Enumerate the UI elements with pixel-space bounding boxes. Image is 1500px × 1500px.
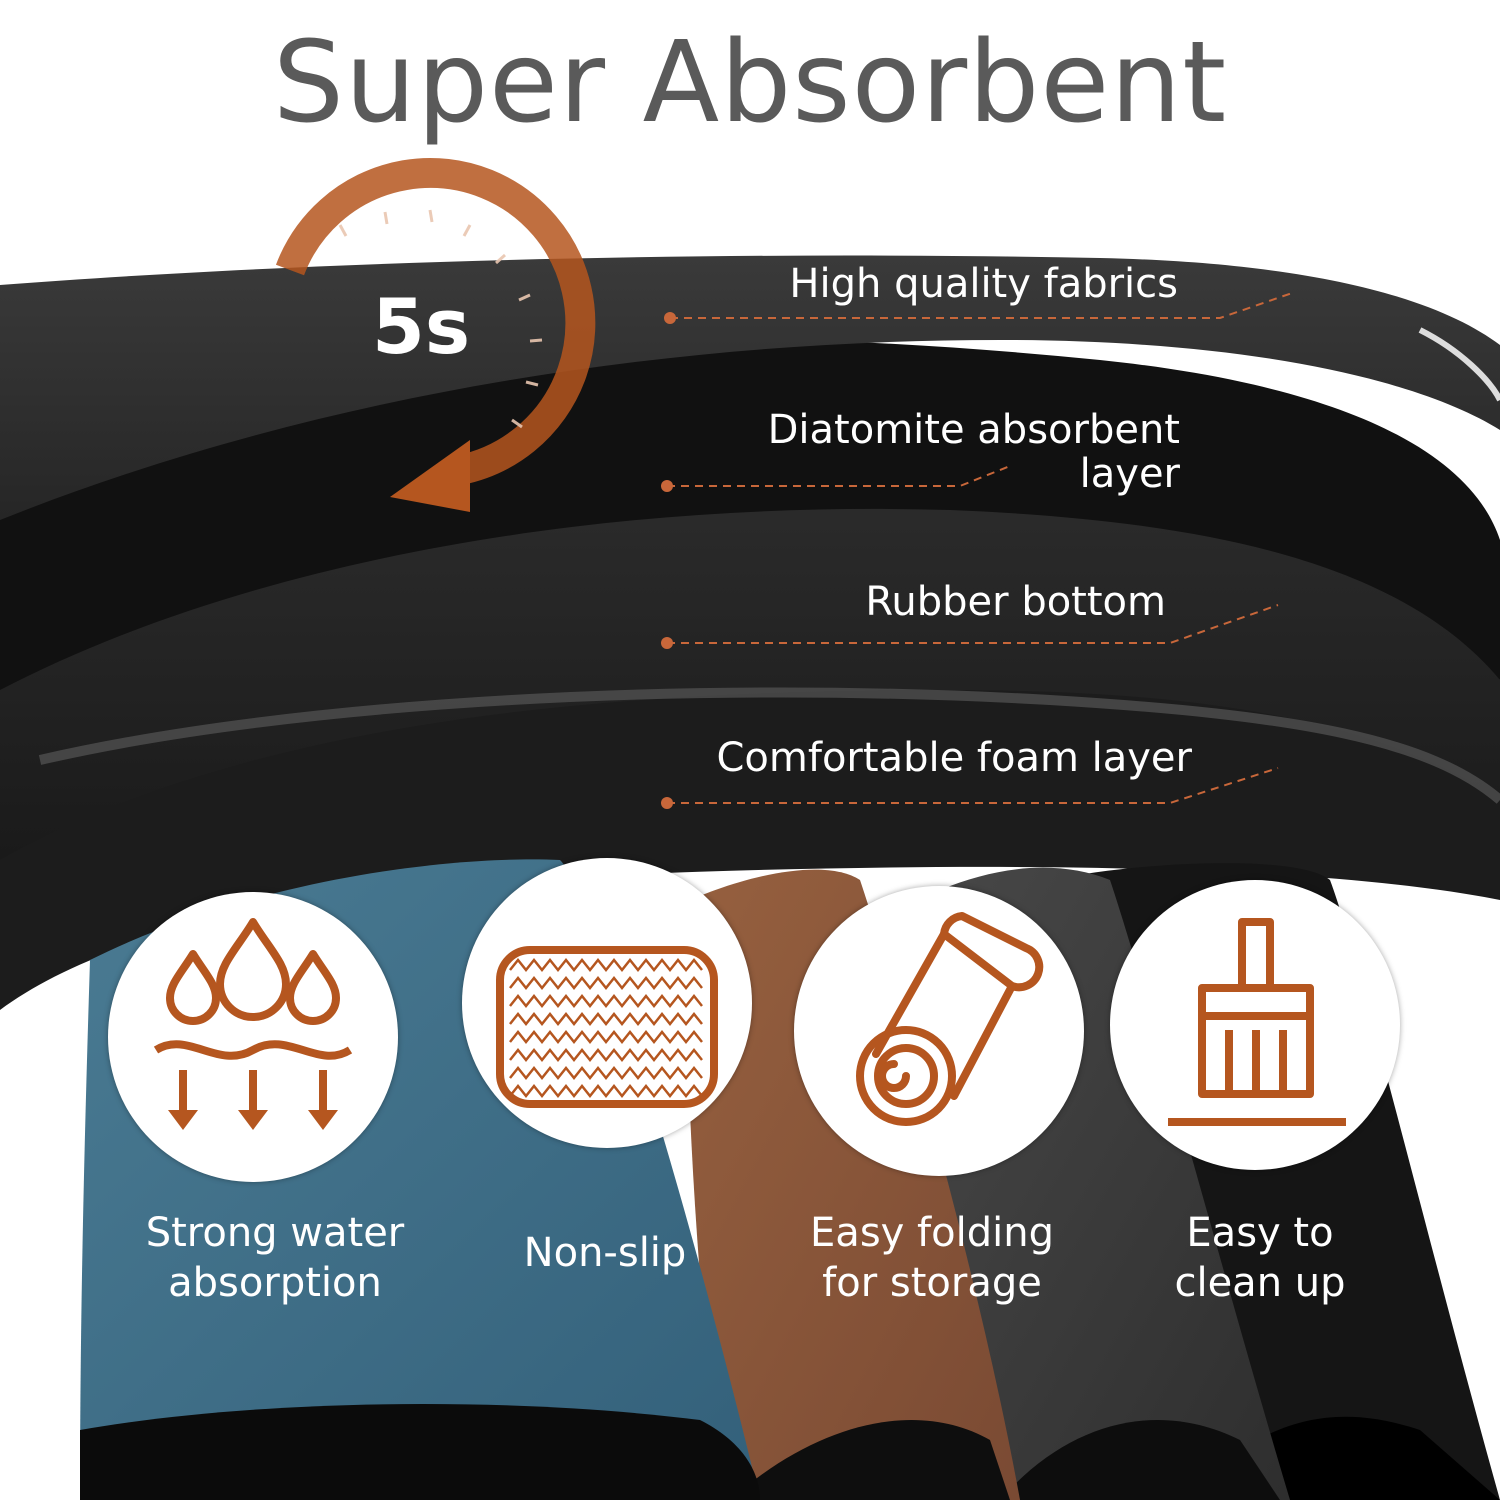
mat-diatomite-layer (0, 337, 1500, 690)
layer-label-foam: Comfortable foam layer (716, 735, 1193, 781)
feature-label-water-absorption: Strong water absorption (145, 1210, 405, 1306)
mat-rubber-stripe (38, 687, 1500, 804)
feature-label-cleaning: Easy to clean up (1174, 1210, 1346, 1306)
timer-label: 5s (372, 282, 471, 371)
mat-brown (687, 869, 1020, 1500)
rolled-mat-icon (856, 912, 1044, 1126)
paint-brush-icon (1168, 918, 1346, 1126)
feature-label-non-slip: Non-slip (523, 1230, 687, 1276)
non-slip-pad-icon (496, 946, 718, 1108)
page-title: Super Absorbent (272, 18, 1228, 148)
layer-label-diatomite: Diatomite absorbent layer (767, 407, 1180, 497)
mat-fabric-layer (0, 255, 1500, 520)
feature-label-folding: Easy folding for storage (810, 1210, 1054, 1306)
layer-label-rubber: Rubber bottom (865, 579, 1166, 625)
feature-badge-folding (794, 886, 1084, 1176)
feature-badge-cleaning (1110, 880, 1400, 1170)
mat-foam-layer (0, 476, 1500, 860)
callout-lines (667, 291, 1296, 804)
layer-label-fabrics: High quality fabrics (789, 261, 1178, 307)
timer-arc-icon (275, 157, 596, 512)
feature-badge-non-slip (462, 858, 752, 1148)
feature-badge-water-absorption (108, 892, 398, 1182)
water-drops-icon (153, 918, 353, 1130)
callout-dots (661, 312, 676, 809)
